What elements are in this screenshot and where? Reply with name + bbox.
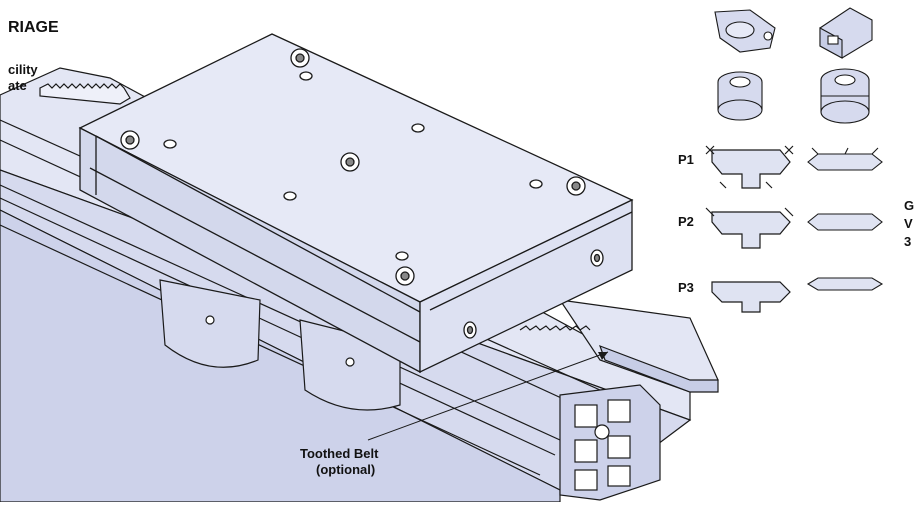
plate-bevel: [89, 167, 421, 343]
carriage-plate: [78, 33, 634, 374]
side-label-3: 3: [904, 234, 911, 249]
side-label-2: V: [904, 216, 913, 231]
plate-bevel: [429, 211, 633, 311]
profile-label-p1: P1: [678, 152, 694, 167]
roller-housing-icon: [714, 9, 776, 53]
profile-p1-slide: [807, 147, 883, 171]
profile-p2: [705, 207, 794, 249]
slider-block-icon: [819, 7, 873, 59]
screw-head: [290, 48, 310, 68]
profile-label-p2: P2: [678, 214, 694, 229]
belt-strip: [598, 344, 719, 393]
screw-head: [340, 152, 360, 172]
facility-label-1: cility: [8, 62, 38, 77]
profile-label-p3: P3: [678, 280, 694, 295]
rail-groove: [0, 197, 556, 456]
rail-groove: [0, 184, 561, 441]
belt-leader-line: [367, 351, 609, 441]
toothed-belt-back: [39, 83, 131, 105]
belt-label-2: (optional): [316, 462, 375, 477]
profile-p3: [711, 281, 791, 313]
bearing-pair-icon: [717, 71, 763, 121]
profile-p1: [705, 145, 794, 189]
belt-teeth: [519, 325, 591, 331]
bearing-stack-icon: [820, 68, 870, 124]
mount-holes: [163, 71, 543, 261]
side-label-1: G: [904, 198, 914, 213]
screw-head: [120, 130, 140, 150]
facility-label-2: ate: [8, 78, 27, 93]
screw-head: [395, 266, 415, 286]
side-bolt: [590, 249, 604, 267]
wheel-bolt: [205, 315, 215, 325]
side-bolt: [463, 321, 477, 339]
screw-head: [566, 176, 586, 196]
belt-label-1: Toothed Belt: [300, 446, 379, 461]
profile-p3-slide: [806, 277, 884, 291]
section-title: RIAGE: [8, 19, 59, 36]
rail-groove: [0, 224, 541, 476]
belt-leader-arrow: [598, 352, 608, 360]
rail-end-profile: [559, 384, 661, 501]
plate-bevel: [95, 135, 421, 313]
wheel-bolt: [345, 357, 355, 367]
profile-p2-slide: [807, 213, 883, 231]
